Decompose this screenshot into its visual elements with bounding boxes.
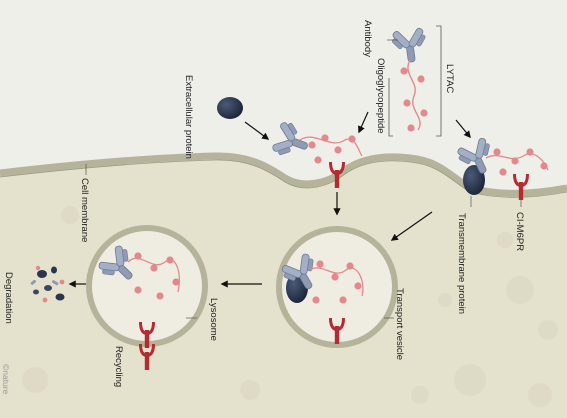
lysosome-contents <box>92 239 180 348</box>
arrow-lytac-to-complex <box>358 111 369 134</box>
lytac-complex-membrane <box>268 116 363 188</box>
arrow-lytac-to-transmembrane <box>455 119 471 139</box>
process-arrows <box>68 111 471 288</box>
lytac-label: LYTAC <box>444 64 455 93</box>
lytac-bracket <box>436 25 442 137</box>
glycan-dot <box>400 67 408 75</box>
degradation-fragments <box>30 265 65 303</box>
cell-membrane-label: Cell membrane <box>79 178 90 242</box>
lytac-legend <box>387 25 442 137</box>
transmembrane-protein-label: Transmembrane protein <box>456 213 467 314</box>
recycling-label: Recycling <box>113 346 124 387</box>
glycan-dot <box>420 109 428 117</box>
oligoglycopeptide-label: Oligoglycopeptide <box>375 58 386 134</box>
degradation-label: Degradation <box>3 272 14 324</box>
transport-vesicle-label: Transport vesicle <box>394 288 405 360</box>
glycan-dot <box>403 99 411 107</box>
antibody-label: Antibody <box>362 20 373 57</box>
lysosome <box>86 225 208 347</box>
arrow-transmembrane-to-vesicle <box>390 211 433 241</box>
extracellular-protein <box>217 97 243 119</box>
vesicle-contents <box>275 248 364 344</box>
glycan-dot <box>407 124 415 132</box>
ci-m6pr-label: CI-M6PR <box>514 212 525 251</box>
extracellular-protein-label-line1: Extracellular protein <box>183 75 194 159</box>
lysosome-label: Lysosome <box>208 298 219 341</box>
glycan-dot <box>417 75 425 83</box>
cytoplasm-texture <box>22 206 558 407</box>
lytac-complex-transmembrane <box>451 133 549 207</box>
arrow-protein-to-complex <box>244 121 270 140</box>
nature-credit: ©nature <box>1 364 11 395</box>
